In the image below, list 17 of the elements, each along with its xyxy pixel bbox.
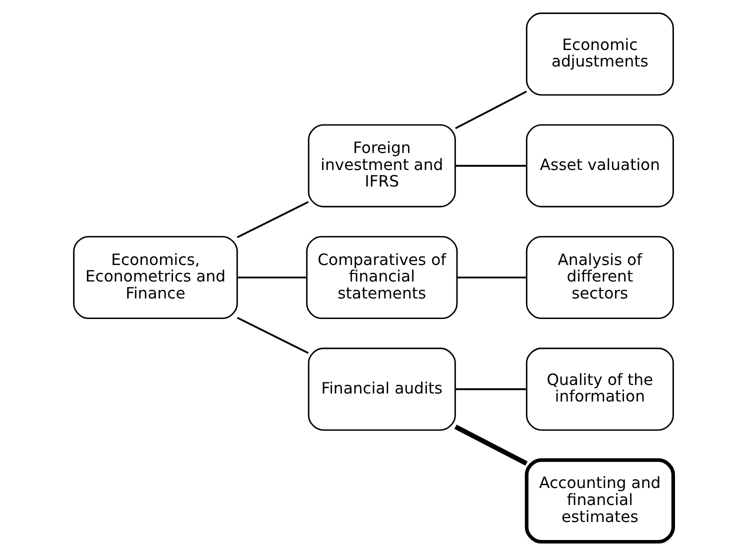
node-box: Comparatives of financial statements xyxy=(306,236,458,320)
node-box: Accounting and financial estimates xyxy=(524,458,675,544)
node-box: Economics, Econometrics and Finance xyxy=(73,236,238,320)
node-box: Analysis of different sectors xyxy=(526,236,674,320)
connector xyxy=(455,90,527,130)
connector xyxy=(456,388,527,390)
connector xyxy=(236,201,309,238)
connector xyxy=(236,316,309,354)
connector xyxy=(454,424,528,466)
connector xyxy=(456,164,527,167)
node-box: Quality of the information xyxy=(526,348,674,431)
node-box: Economic adjustments xyxy=(526,12,674,96)
node-box: Financial audits xyxy=(308,348,456,431)
node-box: Asset valuation xyxy=(526,124,674,208)
node-box: Foreign investment and IFRS xyxy=(308,124,456,208)
connector xyxy=(237,276,307,278)
connector xyxy=(457,276,526,278)
